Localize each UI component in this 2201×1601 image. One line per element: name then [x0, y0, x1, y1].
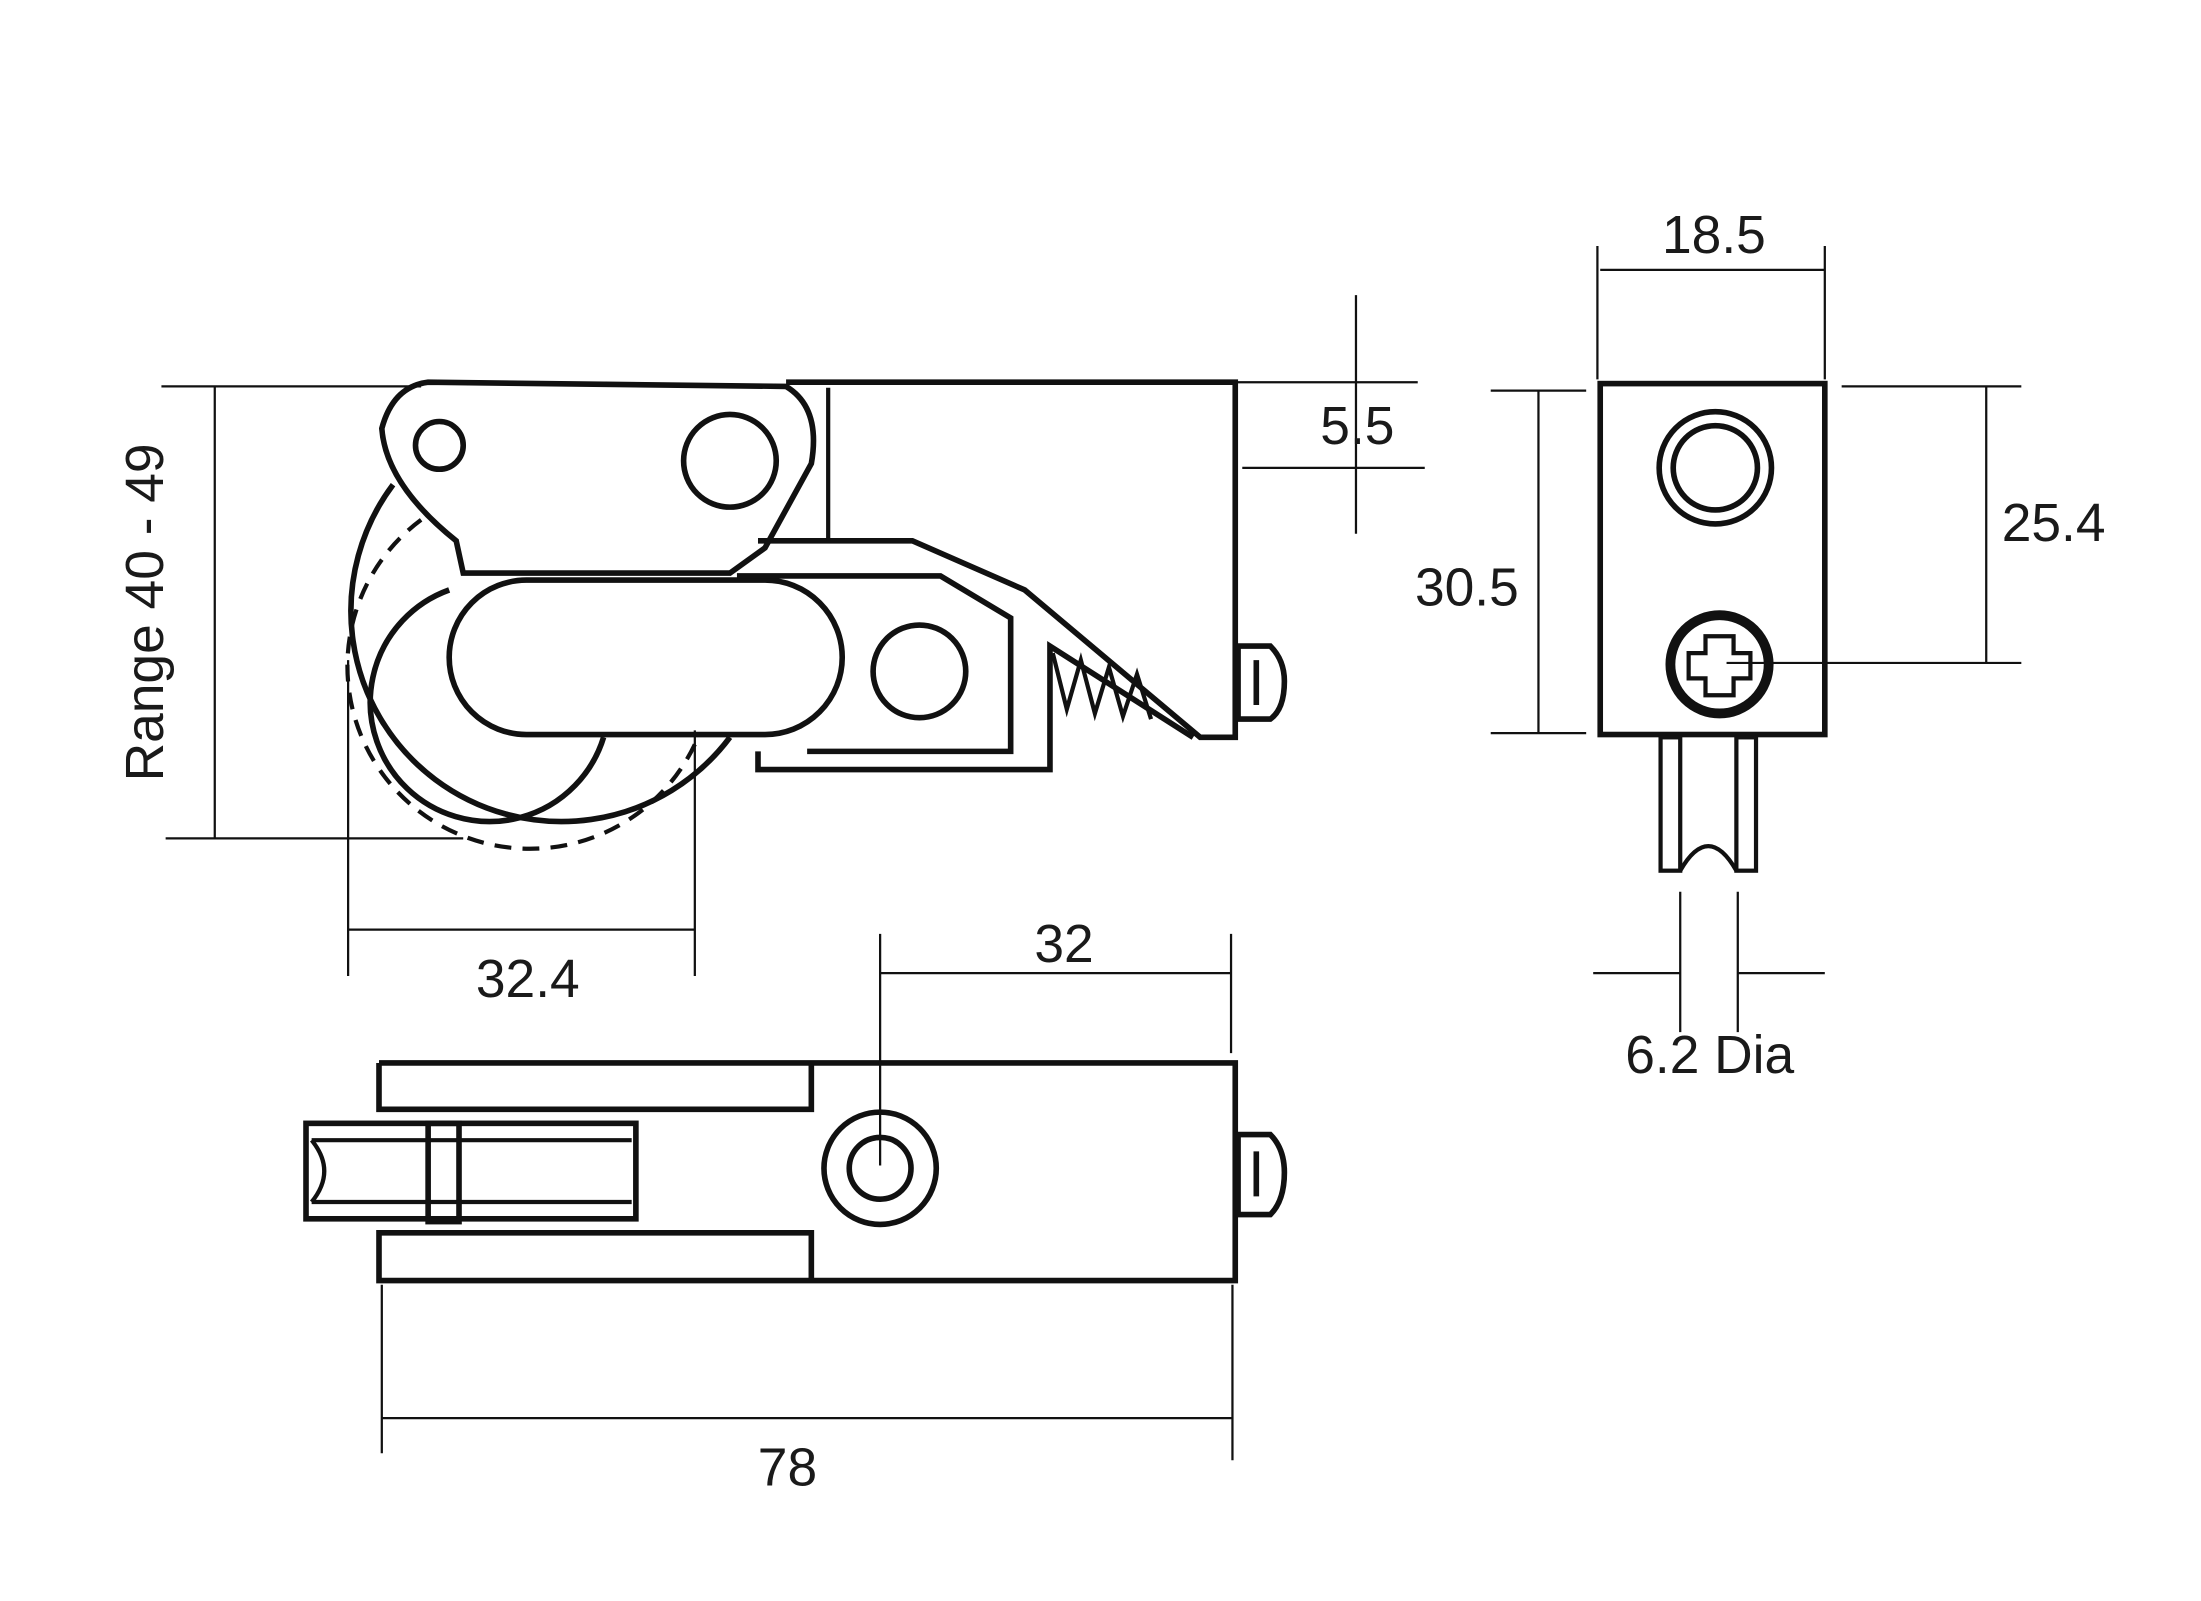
dimension-wheel-dia: 6.2 Dia	[1593, 891, 1825, 1085]
dimension-side-width: 18.5	[1596, 206, 1826, 380]
dimension-label-offset-top: 5.5	[1320, 397, 1394, 456]
plan-body	[376, 1060, 1239, 1284]
side-view	[1597, 380, 1828, 873]
plan-screw-head	[1235, 1131, 1288, 1218]
phillips-screw-icon	[1665, 610, 1774, 719]
axle-slot	[446, 577, 846, 738]
bracket-plate	[378, 379, 817, 576]
adjuster-spring	[1050, 652, 1154, 724]
pivot-hole-small	[412, 418, 467, 473]
dimension-wheel-width: 32.4	[346, 660, 696, 1009]
dimension-side-height: 30.5	[1415, 389, 1587, 735]
wheel-outline	[348, 482, 733, 825]
plan-wheel	[303, 1120, 639, 1222]
dimension-label-side-height: 30.5	[1415, 558, 1519, 617]
dimension-label-side-width: 18.5	[1662, 206, 1766, 265]
front-view	[345, 379, 1288, 851]
adjuster-screw-head	[1235, 643, 1288, 722]
screw-cross	[1686, 634, 1753, 698]
dimension-label-wheel-dia: 6.2 Dia	[1625, 1026, 1794, 1085]
dimension-hole-offset: 32	[878, 915, 1233, 1166]
wheel-groove-dashed	[345, 518, 697, 851]
dimension-label-overall-length: 78	[758, 1439, 817, 1498]
adjuster-block	[736, 573, 1195, 773]
wheel-inner	[367, 587, 607, 825]
pivot-hole-large	[680, 411, 780, 510]
side-hole-outer	[1656, 408, 1775, 527]
dimension-label-hole-spacing: 25.4	[2002, 494, 2106, 553]
dimension-range: Range 40 - 49	[116, 385, 464, 840]
dimension-label-wheel-width: 32.4	[476, 950, 580, 1009]
dimension-hole-spacing: 25.4	[1726, 385, 2106, 665]
side-block	[1597, 380, 1828, 738]
plan-axle	[425, 1120, 462, 1225]
plan-view	[303, 1060, 1288, 1284]
dimension-offset-top: 5.5	[1235, 295, 1425, 534]
wheel-flange-right	[1734, 735, 1759, 873]
dimension-label-hole-offset: 32	[1034, 915, 1093, 974]
dimension-overall-length: 78	[380, 1284, 1234, 1498]
plan-wheel-groove	[309, 1138, 327, 1204]
side-hole-inner	[1670, 422, 1761, 513]
wheel-groove	[1678, 844, 1739, 872]
adjuster-hole	[870, 622, 969, 721]
wheel-flange-left	[1658, 735, 1683, 873]
dimension-label-range: Range 40 - 49	[116, 443, 175, 781]
